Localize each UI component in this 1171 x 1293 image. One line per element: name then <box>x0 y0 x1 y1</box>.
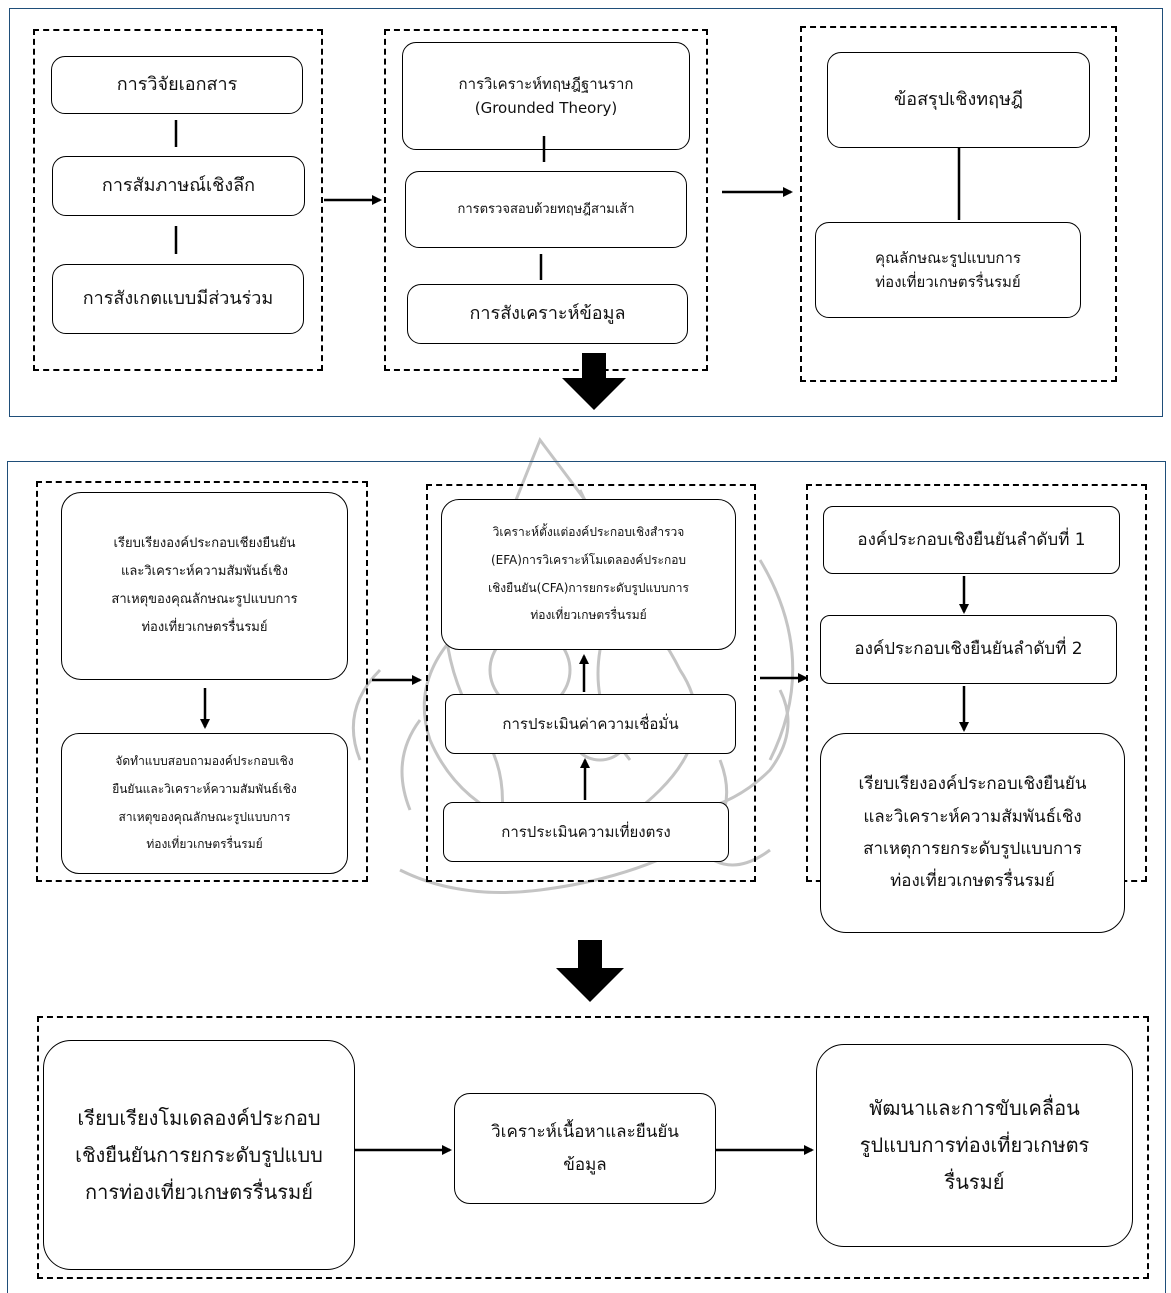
cfa-model-box: เรียบเรียงโมเดลองค์ประกอบ เชิงยืนยันการย… <box>43 1040 355 1270</box>
validity-assessment-box: การประเมินความเที่ยงตรง <box>443 802 729 862</box>
data-analysis-group <box>384 29 708 371</box>
participant-observation-box: การสังเกตแบบมีส่วนร่วม <box>52 264 304 334</box>
content-analysis-box: วิเคราะห์เนื้อหาและยืนยัน ข้อมูล <box>454 1093 716 1204</box>
arrange-causal-box: เรียบเรียงองค์ประกอบเชิงยืนยัน และวิเครา… <box>820 733 1125 933</box>
document-research-box: การวิจัยเอกสาร <box>51 56 303 114</box>
block-arrow-phase2-to-phase3 <box>556 940 624 1002</box>
grounded-theory-box: การวิเคราะห์ทฤษฎีฐานราก (Grounded Theory… <box>402 42 690 150</box>
model-development-group <box>37 1016 1149 1279</box>
data-synthesis-box: การสังเคราะห์ข้อมูล <box>407 284 688 344</box>
triangulation-box: การตรวจสอบด้วยทฤษฎีสามเส้า <box>405 171 687 248</box>
second-order-cfa-box: องค์ประกอบเชิงยืนยันลำดับที่ 2 <box>820 615 1117 684</box>
cfa-analysis-group <box>426 484 756 882</box>
in-depth-interview-box: การสัมภาษณ์เชิงลึก <box>52 156 305 216</box>
data-collection-group <box>33 29 323 371</box>
block-arrow-phase1-to-phase2 <box>562 353 626 410</box>
first-order-cfa-box: องค์ประกอบเชิงยืนยันลำดับที่ 1 <box>823 506 1120 574</box>
cfa-preparation-group <box>36 481 368 882</box>
reliability-assessment-box: การประเมินค่าความเชื่อมั่น <box>445 694 736 754</box>
theoretical-conclusion-box: ข้อสรุปเชิงทฤษฎี <box>827 52 1090 148</box>
develop-model-box: พัฒนาและการขับเคลื่อน รูปแบบการท่องเที่ย… <box>816 1044 1133 1247</box>
questionnaire-box: จัดทำแบบสอบถามองค์ประกอบเชิง ยืนยันและวิ… <box>61 733 348 874</box>
theory-result-group <box>800 26 1117 382</box>
arrange-cfa-box: เรียบเรียงองค์ประกอบเชียงยืนยัน และวิเคร… <box>61 492 348 680</box>
qualitative-phase-panel <box>9 8 1163 417</box>
efa-cfa-analysis-box: วิเคราะห์ตั้งแต่องค์ประกอบเชิงสำรวจ (EFA… <box>441 499 736 650</box>
characteristics-box: คุณลักษณะรูปแบบการ ท่องเที่ยวเกษตรรื่นรม… <box>815 222 1081 318</box>
quantitative-phase-panel <box>7 461 1166 1293</box>
